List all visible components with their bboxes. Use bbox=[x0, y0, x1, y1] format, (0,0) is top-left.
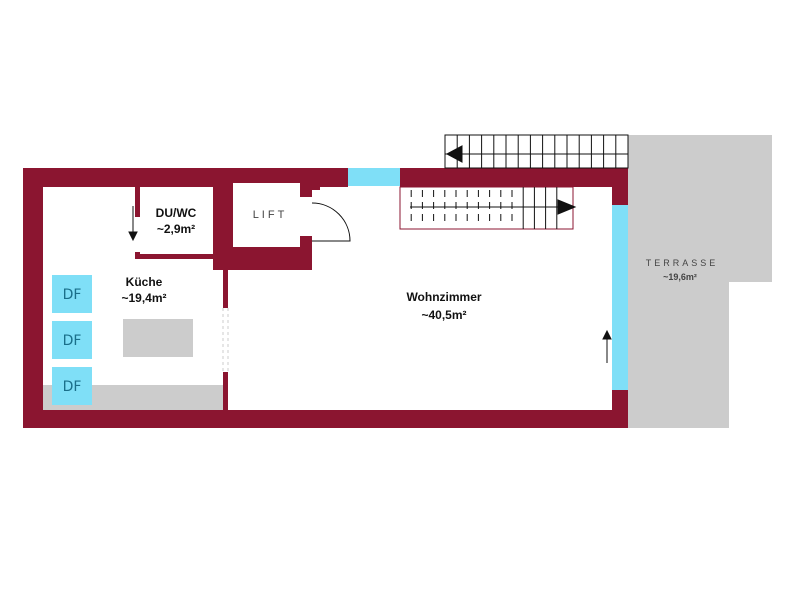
room-name-lift: LIFT bbox=[253, 209, 288, 221]
room-name-terrasse: TERRASSE bbox=[646, 258, 719, 268]
room-area-du-wc: ~2,9m² bbox=[157, 222, 195, 236]
skylight: DF bbox=[52, 367, 92, 405]
stairs-interior bbox=[399, 186, 577, 230]
svg-text:DF: DF bbox=[63, 287, 82, 303]
inner-walls bbox=[135, 183, 320, 410]
svg-text:DF: DF bbox=[63, 379, 82, 395]
lift-door-swing bbox=[311, 202, 351, 242]
kitchen-opening bbox=[222, 308, 229, 372]
stairs-exterior bbox=[444, 134, 629, 169]
window-top bbox=[348, 168, 400, 186]
terrace-area bbox=[628, 135, 772, 428]
skylight: DF bbox=[52, 321, 92, 359]
lift-shaft bbox=[233, 183, 300, 247]
room-name-kueche: Küche bbox=[126, 275, 163, 289]
room-area-kueche: ~19,4m² bbox=[121, 291, 166, 305]
room-name-du-wc: DU/WC bbox=[156, 206, 197, 220]
skylight: DF bbox=[52, 275, 92, 313]
room-area-terrasse: ~19,6m² bbox=[663, 272, 697, 282]
window-right bbox=[612, 205, 628, 390]
arrow-icon bbox=[128, 206, 612, 363]
outer-walls bbox=[23, 168, 628, 428]
room-area-wohnzimmer: ~40,5m² bbox=[421, 308, 466, 322]
room-name-wohnzimmer: Wohnzimmer bbox=[406, 290, 481, 304]
kitchen-island bbox=[123, 319, 193, 357]
svg-text:DF: DF bbox=[63, 333, 82, 349]
